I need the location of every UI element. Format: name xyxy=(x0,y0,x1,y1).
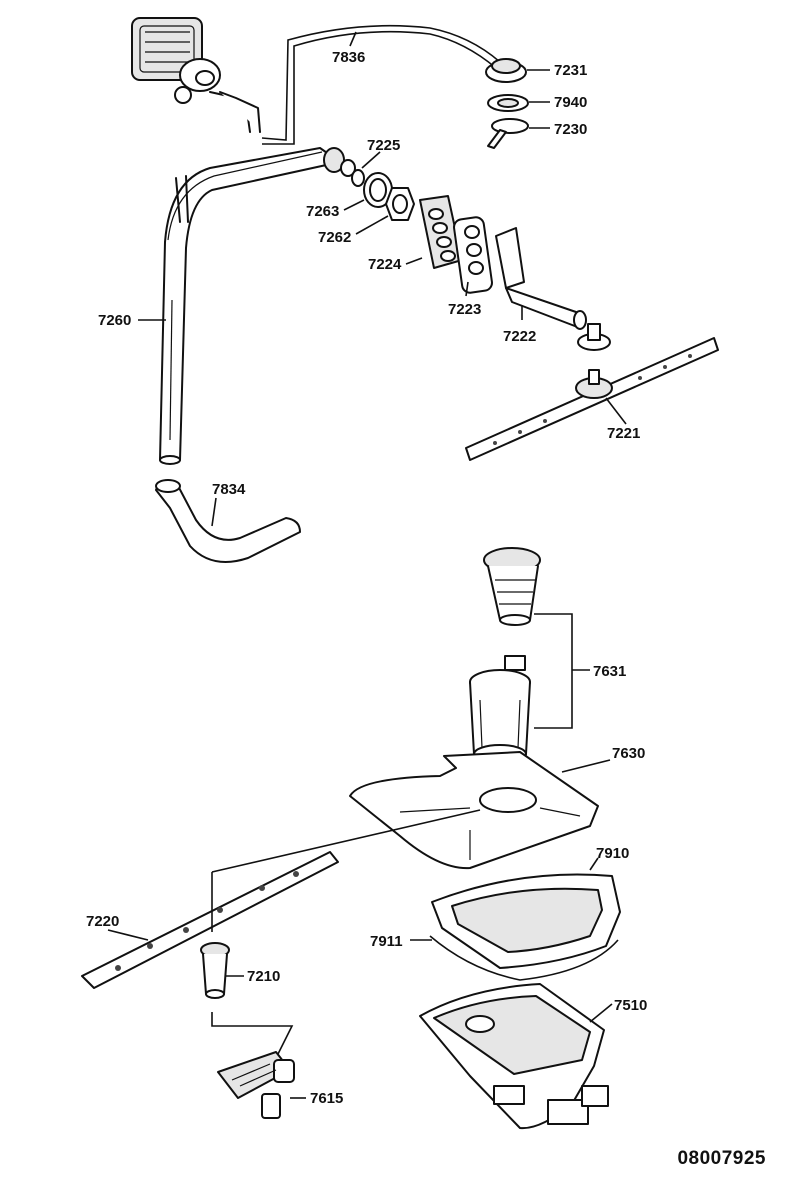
label-7630: 7630 xyxy=(612,745,645,762)
label-7230: 7230 xyxy=(554,121,587,138)
label-7940: 7940 xyxy=(554,94,587,111)
upper-spray-arm-7221 xyxy=(465,337,719,461)
gasket-7911 xyxy=(429,935,619,981)
drain-hose-7836 xyxy=(261,24,501,145)
base-plate-7630 xyxy=(349,751,599,870)
label-7220: 7220 xyxy=(86,913,119,930)
o-ring-7225 xyxy=(351,169,365,187)
label-7510: 7510 xyxy=(614,997,647,1014)
hose-7834 xyxy=(155,479,301,563)
pump-motor-drawing xyxy=(131,17,261,133)
ring-7940 xyxy=(487,94,529,112)
label-7834: 7834 xyxy=(212,481,246,498)
hub-7210 xyxy=(200,942,230,999)
filter-7631 xyxy=(469,547,541,764)
spray-arm-tube-7222 xyxy=(495,227,611,351)
label-7631: 7631 xyxy=(593,663,626,680)
label-7911: 7911 xyxy=(370,933,403,950)
label-7615: 7615 xyxy=(310,1090,343,1107)
valve-7615 xyxy=(217,1051,295,1119)
nut-7262 xyxy=(385,187,415,221)
document-number: 08007925 xyxy=(677,1148,766,1169)
label-7210: 7210 xyxy=(247,968,280,985)
label-7221: 7221 xyxy=(607,425,640,442)
label-7223: 7223 xyxy=(448,301,481,318)
label-7910: 7910 xyxy=(596,845,629,862)
lower-spray-arm-7220 xyxy=(81,851,339,989)
label-7231: 7231 xyxy=(554,62,587,79)
label-7262: 7262 xyxy=(318,229,351,246)
gasket-7263 xyxy=(363,172,393,208)
supply-tube-7260 xyxy=(159,147,356,465)
gasket-plate-7223 xyxy=(453,216,493,294)
label-7263: 7263 xyxy=(306,203,339,220)
frame-7910 xyxy=(431,873,621,969)
cap-7231 xyxy=(485,58,527,83)
clip-7230 xyxy=(487,118,529,149)
label-7222: 7222 xyxy=(503,328,536,345)
label-7224: 7224 xyxy=(368,256,402,273)
label-7260: 7260 xyxy=(98,312,131,329)
label-7225: 7225 xyxy=(367,137,400,154)
label-7836: 7836 xyxy=(332,49,365,66)
sump-7510 xyxy=(419,983,609,1130)
